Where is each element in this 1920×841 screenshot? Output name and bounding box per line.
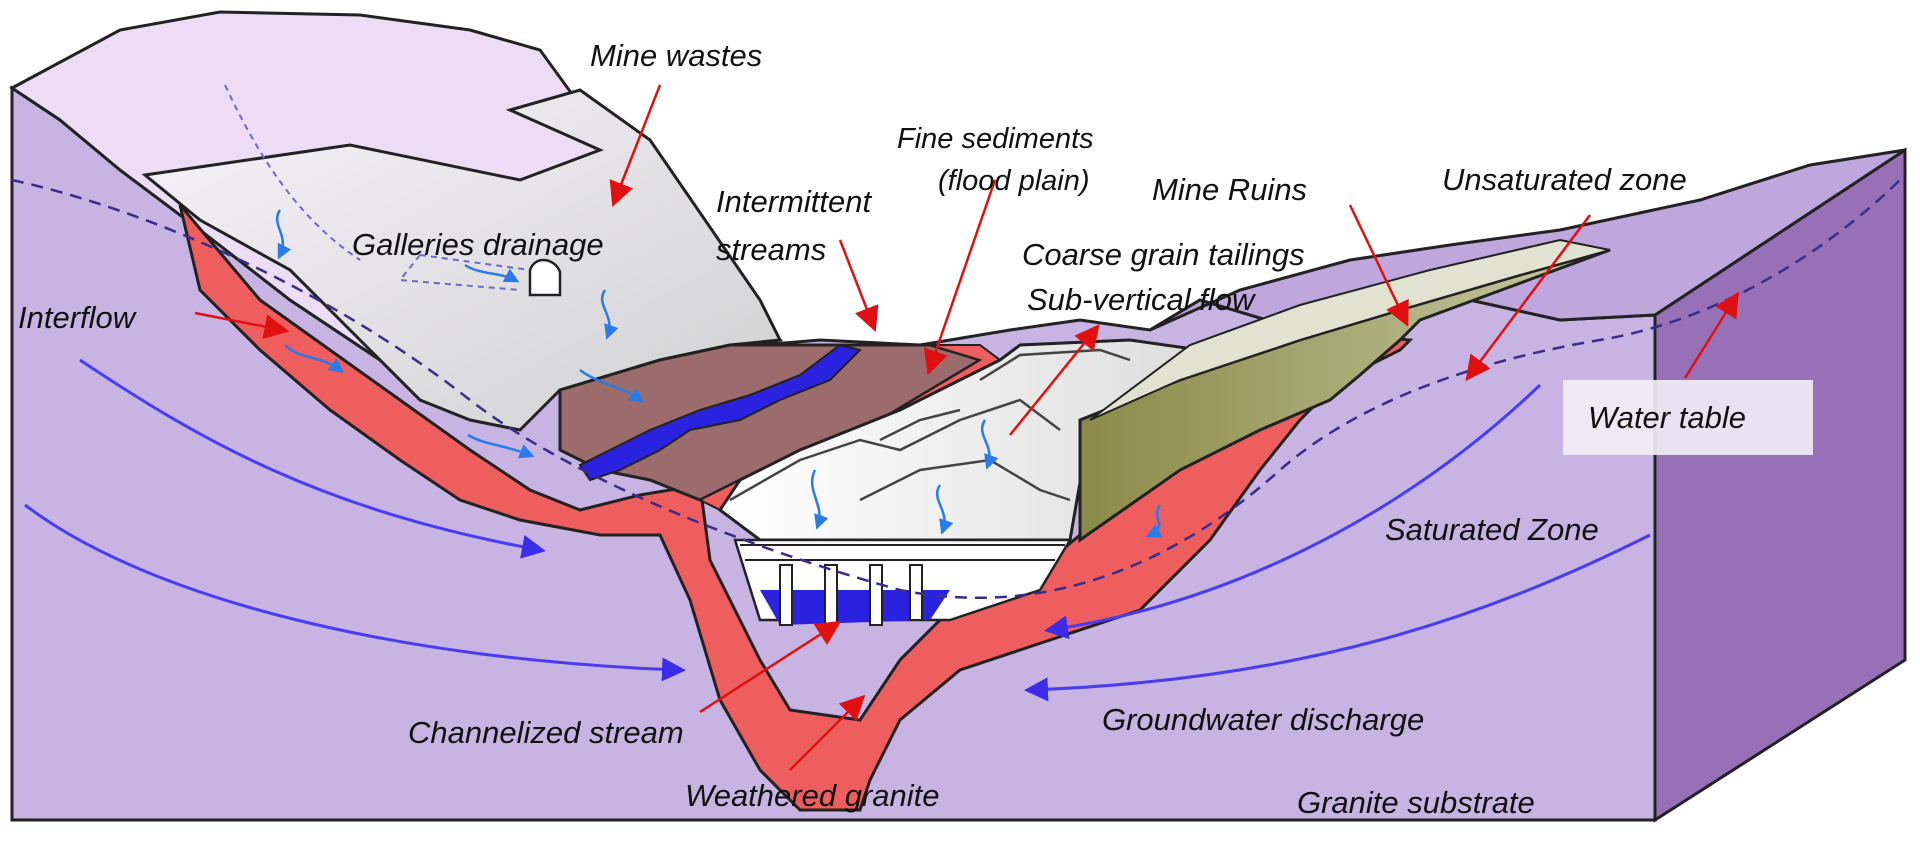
label-galleries-drainage: Galleries drainage — [352, 227, 604, 262]
label-saturated-zone: Saturated Zone — [1385, 512, 1599, 547]
pointer-mine-wastes — [609, 84, 662, 207]
channelized-stream-water — [760, 590, 950, 625]
gallery-tunnel-icon — [528, 258, 562, 297]
label-unsaturated-zone: Unsaturated zone — [1442, 162, 1687, 197]
mine-ruins-top — [1089, 238, 1611, 421]
flow-arrow-right-2 — [1024, 533, 1651, 702]
pointer-channelized-stream — [699, 620, 842, 714]
pointer-interflow — [194, 311, 290, 339]
water-table-label-box — [1563, 380, 1813, 455]
label-coarse-tailings: Coarse grain tailings — [1022, 237, 1305, 272]
flow-arrow-interflow-2 — [24, 503, 686, 682]
pointer-mine-ruins — [1348, 204, 1409, 327]
pointer-weathered-granite — [789, 694, 866, 771]
pointer-intermittent-streams — [838, 239, 879, 332]
label-channelized-stream: Channelized stream — [408, 715, 684, 750]
channel-pillars — [779, 564, 923, 626]
drainage-drops — [275, 209, 1163, 538]
label-weathered-granite: Weathered granite — [685, 778, 939, 813]
intermittent-stream-channel — [578, 343, 862, 482]
label-interflow: Interflow — [18, 300, 138, 335]
label-intermittent: Intermittent — [716, 184, 872, 219]
label-granite-substrate: Granite substrate — [1297, 785, 1535, 820]
pointer-unsaturated-zone — [1465, 214, 1591, 381]
pointer-fine-sediments — [923, 179, 997, 376]
label-fine-sediments: Fine sediments — [897, 123, 1094, 155]
flow-arrow-right-1 — [1044, 383, 1542, 640]
label-flood-plain: (flood plain) — [938, 165, 1090, 197]
label-mine-wastes: Mine wastes — [590, 38, 762, 73]
pointer-water-table — [1683, 291, 1739, 379]
label-water-table: Water table — [1588, 400, 1746, 435]
label-groundwater-discharge: Groundwater discharge — [1102, 702, 1424, 737]
label-streams: streams — [716, 232, 826, 267]
water-table-line — [11, 174, 1906, 600]
channel-deck-lines — [740, 544, 1065, 561]
flow-arrow-interflow-1 — [79, 358, 546, 559]
pointer-coarse-tailings — [1009, 324, 1100, 436]
label-mine-ruins: Mine Ruins — [1152, 172, 1307, 207]
red-pointer-arrows — [194, 84, 1739, 771]
groundwater-flow-arrows — [24, 358, 1651, 702]
label-sub-vertical-flow: Sub-vertical flow — [1027, 282, 1257, 317]
